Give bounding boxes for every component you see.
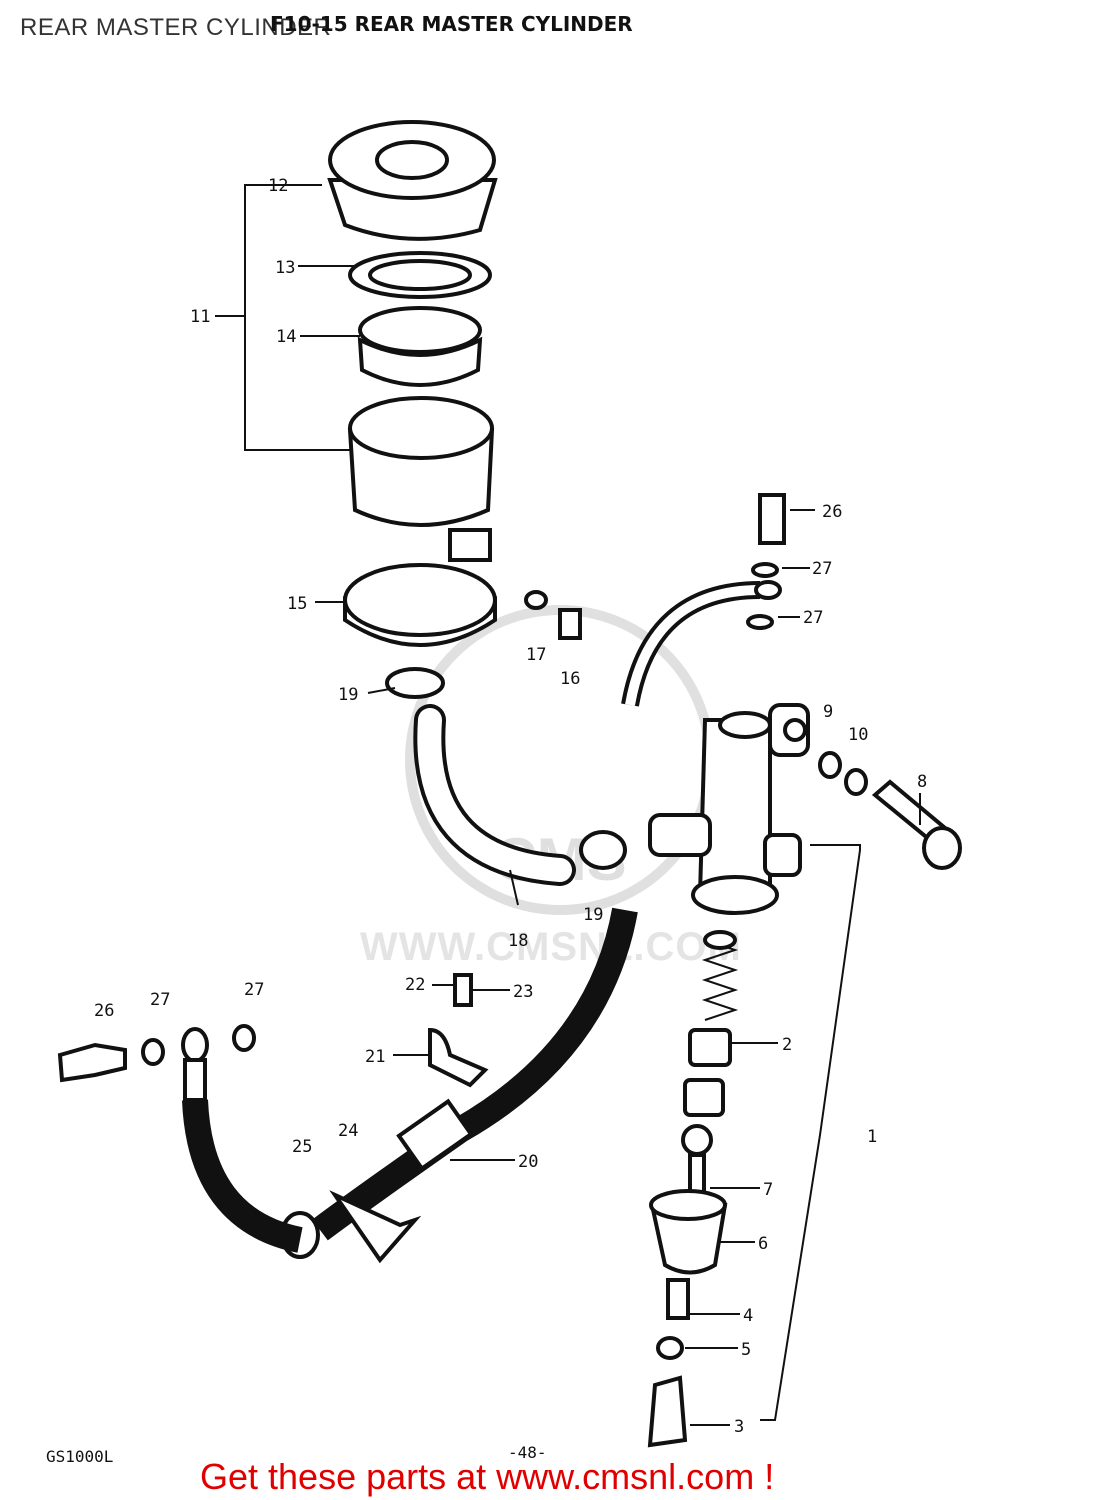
- banjo-upper: [754, 580, 782, 600]
- banjo-neck: [183, 1058, 207, 1102]
- reservoir-band-ring: [343, 563, 497, 637]
- primary-cup: [688, 1028, 732, 1067]
- callout-9: 9: [823, 702, 833, 722]
- callout-7: 7: [763, 1180, 773, 1200]
- callout-19a: 19: [338, 685, 358, 705]
- group-bracket-11: [244, 184, 350, 451]
- dust-boot: [649, 1203, 728, 1275]
- callout-15: 15: [287, 594, 307, 614]
- callout-2: 2: [782, 1035, 792, 1055]
- upper-brake-hose-inner: [625, 585, 761, 706]
- page-number: -48-: [508, 1443, 547, 1462]
- callout-16: 16: [560, 669, 580, 689]
- model-code: GS1000L: [46, 1447, 114, 1466]
- washer-27-b: [232, 1024, 256, 1052]
- callout-3: 3: [734, 1417, 744, 1437]
- promo-link[interactable]: Get these parts at www.cmsnl.com !: [200, 1456, 775, 1497]
- washer-27-a: [141, 1038, 165, 1066]
- banjo-bolt-top: [758, 493, 786, 545]
- callout-20: 20: [518, 1152, 538, 1172]
- group-bracket-1: [760, 844, 861, 1421]
- callout-27b: 27: [803, 608, 823, 628]
- hose-clamp-upper: [385, 667, 445, 699]
- band-bracket: [448, 528, 492, 562]
- callout-27c: 27: [150, 990, 170, 1010]
- reservoir-top: [348, 396, 494, 460]
- callout-18: 18: [508, 931, 528, 951]
- hose-sleeve: [396, 1098, 474, 1172]
- callout-4: 4: [743, 1306, 753, 1326]
- washer-10: [844, 768, 868, 796]
- callout-21: 21: [365, 1047, 385, 1067]
- clamp-bolt: [453, 973, 473, 1007]
- hose-bracket: [329, 1190, 422, 1264]
- callout-27a: 27: [812, 559, 832, 579]
- hose-clamp-lower: [579, 830, 627, 870]
- reservoir-cap: [327, 120, 498, 241]
- callout-14: 14: [276, 327, 296, 347]
- pushrod-ball: [681, 1124, 713, 1156]
- figure-title: F10-15 REAR MASTER CYLINDER: [270, 12, 633, 36]
- leader-18: [509, 869, 519, 906]
- hose-clamp-21: [428, 1027, 489, 1088]
- callout-1: 1: [867, 1127, 877, 1147]
- lock-nut: [656, 1336, 684, 1360]
- dust-boot-top: [649, 1189, 727, 1221]
- callout-25: 25: [292, 1137, 312, 1157]
- bolt-16: [558, 608, 582, 640]
- callout-17: 17: [526, 645, 546, 665]
- callout-27d: 27: [244, 980, 264, 1000]
- master-cylinder-body: [648, 703, 810, 915]
- callout-8: 8: [917, 772, 927, 792]
- callout-26b: 26: [94, 1001, 114, 1021]
- bolt-8-head: [922, 826, 962, 870]
- callout-5: 5: [741, 1340, 751, 1360]
- callout-10: 10: [848, 725, 868, 745]
- banjo-lower: [181, 1027, 209, 1063]
- clevis: [647, 1375, 688, 1448]
- leader-19a: [367, 687, 396, 694]
- watermark-url: WWW.CMSNL.COM: [360, 925, 742, 969]
- washer-9: [818, 751, 842, 779]
- callout-6: 6: [758, 1234, 768, 1254]
- washer-27-top: [751, 562, 779, 578]
- reservoir-hose-inner: [417, 708, 572, 882]
- callout-13: 13: [275, 258, 295, 278]
- callout-23: 23: [513, 982, 533, 1002]
- callout-24: 24: [338, 1121, 358, 1141]
- pushrod: [688, 1153, 706, 1197]
- overlay-title: REAR MASTER CYLINDER: [20, 14, 332, 41]
- piston: [683, 1078, 725, 1117]
- callout-22: 22: [405, 975, 425, 995]
- brake-hose-end: [182, 1099, 303, 1253]
- washer-27-mid: [746, 614, 774, 630]
- banjo-bolt-lower: [57, 1042, 127, 1083]
- pushrod-thread: [666, 1278, 690, 1320]
- callout-11: 11: [190, 307, 210, 327]
- callout-26a: 26: [822, 502, 842, 522]
- callout-12: 12: [268, 176, 288, 196]
- spring: [701, 930, 739, 1021]
- diaphragm: [357, 336, 483, 387]
- callout-19b: 19: [583, 905, 603, 925]
- washer-17: [524, 590, 548, 610]
- cap-gasket-inner: [368, 259, 472, 291]
- diaphragm-top: [358, 306, 482, 354]
